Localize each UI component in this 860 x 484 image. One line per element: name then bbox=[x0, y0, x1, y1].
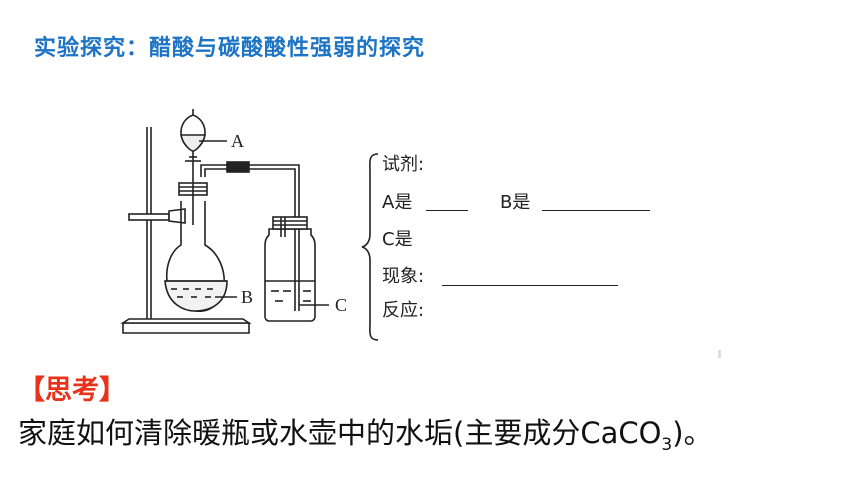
slide-title: 实验探究：醋酸与碳酸酸性强弱的探究 bbox=[34, 36, 426, 61]
b-is-label: B是 bbox=[500, 192, 531, 213]
clamp bbox=[128, 213, 170, 221]
question-subscript: 3 bbox=[661, 435, 673, 455]
phenomenon-blank bbox=[442, 267, 618, 286]
think-question: 家庭如何清除暖瓶或水壶中的水垢(主要成分CaCO3)。 bbox=[18, 410, 713, 455]
stand-base bbox=[122, 322, 250, 334]
label-c: C bbox=[335, 295, 347, 315]
bottle-stopper bbox=[272, 216, 308, 230]
c-is-label: C是 bbox=[382, 229, 413, 250]
a-is-label: A是 bbox=[382, 192, 413, 213]
reaction-label: 反应: bbox=[382, 300, 425, 321]
reagent-label: 试剂: bbox=[382, 154, 425, 175]
gas-washing-bottle bbox=[264, 228, 316, 322]
think-heading: 【思考】 bbox=[18, 375, 126, 406]
flask-liquid bbox=[164, 280, 228, 312]
rubber-connector bbox=[226, 161, 250, 173]
phenomenon-label: 现象: bbox=[382, 266, 425, 287]
question-end: )。 bbox=[672, 416, 713, 450]
label-a: A bbox=[231, 131, 244, 151]
decorative-mark bbox=[718, 350, 721, 358]
delivery-tube bbox=[200, 164, 300, 229]
experiment-apparatus-diagram: A B C bbox=[120, 109, 347, 334]
label-b: B bbox=[241, 287, 253, 307]
a-blank bbox=[426, 192, 468, 211]
b-blank bbox=[542, 192, 650, 211]
question-text: 家庭如何清除暖瓶或水壶中的水垢(主要成分CaCO bbox=[18, 416, 662, 450]
left-brace bbox=[361, 153, 379, 341]
